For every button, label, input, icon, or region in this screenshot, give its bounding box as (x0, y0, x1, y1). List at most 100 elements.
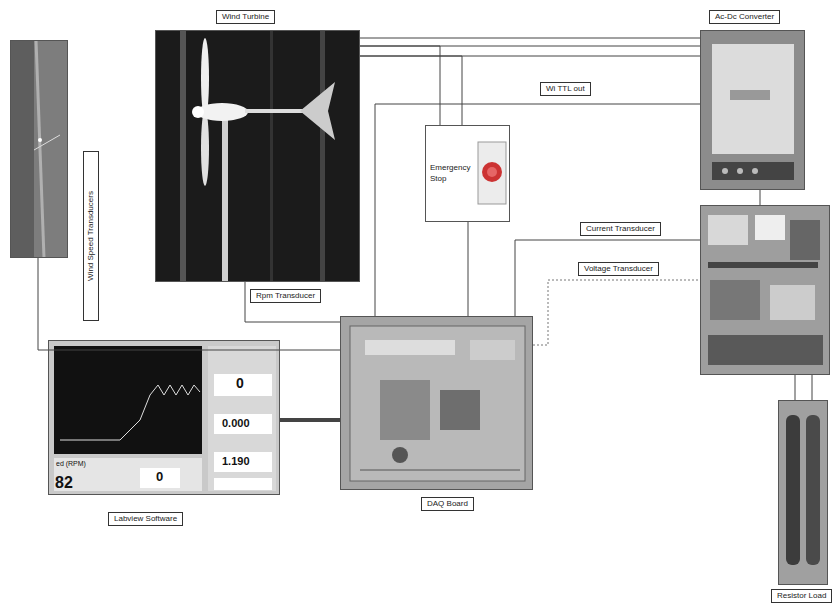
waveform (60, 385, 200, 440)
photo-shade (10, 40, 34, 258)
readout-value: 0 (156, 470, 163, 484)
sensor-mast (36, 40, 44, 258)
photo-panel: Wind Speed Transducers (10, 40, 68, 258)
tunnel-bar (270, 30, 273, 282)
wire-connector (760, 190, 761, 205)
wire-connector (280, 418, 340, 422)
wind-speed-photo (10, 40, 68, 258)
signal-label: Rpm Transducer (250, 289, 321, 303)
photo-panel: Wind Turbine (155, 30, 360, 282)
photo-ground (778, 400, 828, 585)
readout-value: 1.190 (222, 455, 250, 467)
photo-panel (700, 205, 830, 375)
circuit-board (380, 380, 430, 440)
turbine-blade (201, 110, 209, 186)
panel-part (708, 335, 823, 365)
wind-turbine-photo (155, 30, 360, 282)
connector-group (360, 38, 700, 39)
status-area (54, 458, 202, 491)
photo-panel: Resistor Load (778, 400, 828, 585)
circuit-board (440, 390, 480, 430)
connector-group (280, 420, 340, 421)
photo-panel: DAQ Board (340, 316, 533, 490)
transducer-panel-photo (700, 205, 830, 375)
wire-connector (360, 38, 700, 39)
heading-label: Ac-Dc Converter (709, 10, 780, 24)
readout-value: 0 (236, 376, 244, 391)
photo-ground (425, 125, 510, 222)
resistor-symbol (806, 415, 820, 565)
labview-screen (48, 340, 280, 495)
sensor-head (38, 138, 42, 142)
screen-caption: ed (RPM) (56, 460, 86, 468)
photo-panel: Ac-Dc Converter (700, 30, 805, 190)
heading-label: Labview Software (108, 512, 183, 526)
converter-photo (700, 30, 805, 190)
signal-label: Voltage Transducer (578, 262, 659, 276)
panel-part (790, 220, 820, 260)
turbine-hub (192, 106, 204, 118)
heading-label: Resistor Load (771, 589, 832, 603)
readout-box (214, 452, 272, 472)
wire-connector (515, 240, 700, 316)
wire-connector (245, 282, 340, 322)
converter-face (712, 44, 794, 154)
panel-part (755, 215, 785, 240)
converter-base (712, 162, 794, 180)
terminal (752, 168, 758, 174)
wire-connector (375, 104, 700, 316)
panel-part (710, 280, 760, 320)
readout-box (214, 478, 272, 490)
connector-group (468, 222, 469, 316)
stop-button-top (487, 167, 497, 177)
wire-connector (533, 280, 700, 345)
tunnel-bar (180, 30, 186, 282)
readout-value: 82 (55, 474, 73, 492)
wire-connector (360, 46, 440, 125)
terminal (722, 168, 728, 174)
tail-boom (245, 109, 305, 113)
readout-box (214, 414, 272, 434)
heading-label: Wind Turbine (216, 10, 275, 24)
cable (360, 470, 520, 471)
photo-ground (155, 30, 360, 282)
readout-box (140, 468, 180, 488)
board-part (392, 447, 408, 463)
enclosure (350, 326, 525, 481)
connector-group (515, 240, 700, 316)
tail-fin (300, 82, 335, 140)
board-part (470, 340, 515, 360)
readout-panel (208, 346, 276, 491)
emergency-stop-photo (425, 125, 510, 222)
panel-part (708, 215, 748, 245)
board-part (365, 340, 455, 355)
din-rail (708, 262, 818, 268)
readout-value: 0.000 (222, 417, 250, 429)
vertical-label: Wind Speed Transducers (83, 151, 99, 321)
photo-ground (340, 316, 533, 490)
readout-box (214, 374, 272, 396)
resistor-load-photo (778, 400, 828, 585)
resistor-symbol (786, 415, 800, 565)
connector-group (795, 375, 796, 400)
converter-display (730, 90, 770, 100)
signal-label: Wi TTL out (540, 82, 591, 96)
connector-group (812, 375, 813, 400)
heading-label: DAQ Board (421, 497, 474, 511)
signal-label: Current Transducer (580, 222, 661, 236)
turbine-tower (222, 118, 228, 282)
daq-board-photo (340, 316, 533, 490)
photo-ground (700, 205, 830, 375)
box-text: Emergency Stop (430, 162, 476, 184)
graph-area (54, 346, 202, 454)
connector-group (245, 282, 340, 322)
tunnel-bar (320, 30, 325, 282)
connector-group (360, 46, 440, 125)
switch-box (478, 142, 506, 204)
terminal (737, 168, 743, 174)
connector-group (375, 104, 700, 316)
photo-ground (700, 30, 805, 190)
connector-group (533, 280, 700, 345)
switch-box: Emergency Stop (425, 125, 510, 222)
